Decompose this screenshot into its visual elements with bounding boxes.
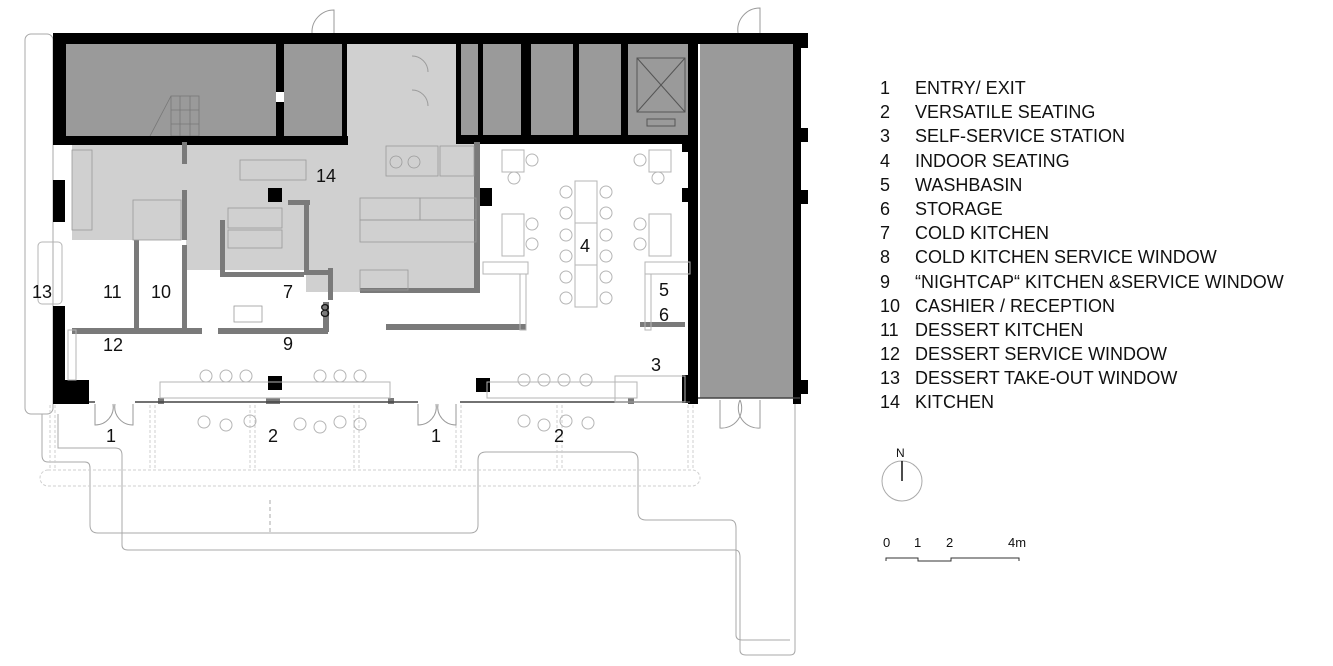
label-takeout-window: 13 <box>32 282 52 302</box>
label-seating-2b: 2 <box>554 426 564 446</box>
legend-item: 9“NIGHTCAP“ KITCHEN &SERVICE WINDOW <box>880 271 1284 292</box>
scale-tick-1: 1 <box>914 535 922 550</box>
label-dessert-kitchen: 11 <box>103 282 122 302</box>
scale-tick-2: 2 <box>946 535 954 550</box>
label-washbasin: 5 <box>659 280 669 300</box>
kitchen-fixtures <box>71 145 477 323</box>
label-cold-window: 8 <box>320 301 330 321</box>
label-dessert-window: 12 <box>103 335 123 355</box>
label-storage: 6 <box>659 305 669 325</box>
label-cashier: 10 <box>151 282 171 302</box>
label-self-service: 3 <box>651 355 661 375</box>
compass-north-label: N <box>896 446 905 460</box>
stairs-icon <box>149 95 200 137</box>
door-swings <box>94 7 761 429</box>
scale-tick-4m: 4m <box>1008 535 1027 550</box>
label-entry-1b: 1 <box>431 426 441 446</box>
label-cold-kitchen: 7 <box>283 282 293 302</box>
scale-tick-0: 0 <box>883 535 891 550</box>
kitchen-area <box>72 42 478 292</box>
site-outline <box>24 33 796 656</box>
north-arrow-icon: N <box>880 445 924 505</box>
label-entry-1a: 1 <box>106 426 116 446</box>
furniture <box>37 149 691 434</box>
elevator-icon <box>636 57 686 127</box>
outdoor-path-dashed <box>39 405 701 487</box>
label-seating-2a: 2 <box>268 426 278 446</box>
partitions <box>72 142 685 404</box>
scale-bar: 0 1 2 4m <box>880 535 1040 565</box>
room-labels: 1 2 1 2 3 4 5 6 7 8 9 10 11 12 13 14 <box>32 166 669 446</box>
label-indoor-seating: 4 <box>580 236 590 256</box>
label-kitchen: 14 <box>316 166 336 186</box>
label-nightcap: 9 <box>283 334 293 354</box>
exterior-walls <box>53 33 808 404</box>
